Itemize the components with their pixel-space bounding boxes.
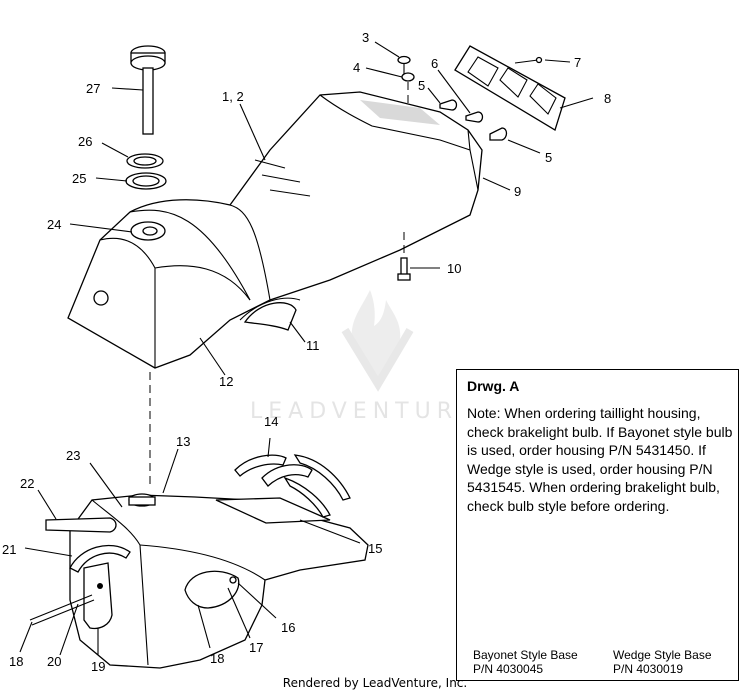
callout-3: 3 — [362, 30, 369, 45]
bulb-part-5a — [439, 99, 458, 111]
callout-5b: 5 — [545, 150, 552, 165]
watermark-text: LEADVENTURE — [250, 399, 478, 424]
callout-15: 15 — [368, 541, 382, 556]
leader-lines — [19, 41, 594, 656]
bayonet-label: Bayonet Style Base — [473, 648, 578, 662]
callout-24: 24 — [47, 217, 61, 232]
callout-12: 12 — [219, 374, 233, 389]
footer-credit: Rendered by LeadVenture, Inc. — [282, 676, 468, 690]
callout-26: 26 — [78, 134, 92, 149]
callout-1-2: 1, 2 — [222, 89, 244, 104]
bayonet-part-number: P/N 4030045 — [473, 662, 544, 676]
screw-part-7 — [514, 56, 543, 64]
callout-7: 7 — [574, 55, 581, 70]
upper-hood-assembly — [67, 91, 483, 369]
callout-19: 19 — [91, 659, 105, 674]
handle-part-22 — [45, 517, 117, 533]
gasket-part-26 — [126, 153, 164, 169]
taillight-lens-part-8 — [454, 45, 566, 131]
callout-11: 11 — [306, 338, 320, 353]
trim-strip-part-21 — [69, 544, 131, 573]
reflector-part-19 — [83, 562, 113, 630]
callout-8: 8 — [604, 91, 611, 106]
trim-strips-part-14 — [234, 454, 351, 518]
tail-cover-part-16 — [184, 570, 240, 609]
bolt-part-10 — [397, 232, 411, 281]
callout-23: 23 — [66, 448, 80, 463]
callout-14: 14 — [264, 414, 278, 429]
cover-part-11 — [243, 302, 297, 331]
callout-4: 4 — [353, 60, 360, 75]
callout-27: 27 — [86, 81, 100, 96]
callout-20: 20 — [47, 654, 61, 669]
callout-16: 16 — [281, 620, 295, 635]
wedge-part-number: P/N 4030019 — [613, 662, 684, 676]
callout-labels: 1, 2 3 4 5 5 6 7 8 9 10 11 12 13 14 15 1… — [2, 30, 611, 674]
callout-17: 17 — [249, 640, 263, 655]
note-title: Drwg. A — [467, 378, 520, 394]
callout-13: 13 — [176, 434, 190, 449]
callout-6: 6 — [431, 56, 438, 71]
screw-part-3 — [397, 55, 411, 74]
gasket-part-25 — [125, 172, 167, 190]
wedge-label: Wedge Style Base — [613, 648, 712, 662]
callout-21: 21 — [2, 542, 16, 557]
callout-25: 25 — [72, 171, 86, 186]
cable-part-18 — [29, 594, 95, 626]
callout-22: 22 — [20, 476, 34, 491]
callout-18a: 18 — [9, 654, 23, 669]
bulb-part-5b — [489, 127, 508, 141]
callout-5a: 5 — [418, 78, 425, 93]
callout-18b: 18 — [210, 651, 224, 666]
note-text: Note: When ordering taillight housing, c… — [467, 405, 733, 514]
fuel-cap-part-27 — [130, 45, 166, 135]
callout-10: 10 — [447, 261, 461, 276]
drawing-a-note-box: Drwg. A Note: When ordering taillight ho… — [456, 369, 739, 681]
leadventure-watermark: LEADVENTURE — [250, 290, 478, 424]
bulb-part-6 — [465, 111, 484, 123]
washer-part-4 — [401, 72, 415, 105]
callout-9: 9 — [514, 184, 521, 199]
